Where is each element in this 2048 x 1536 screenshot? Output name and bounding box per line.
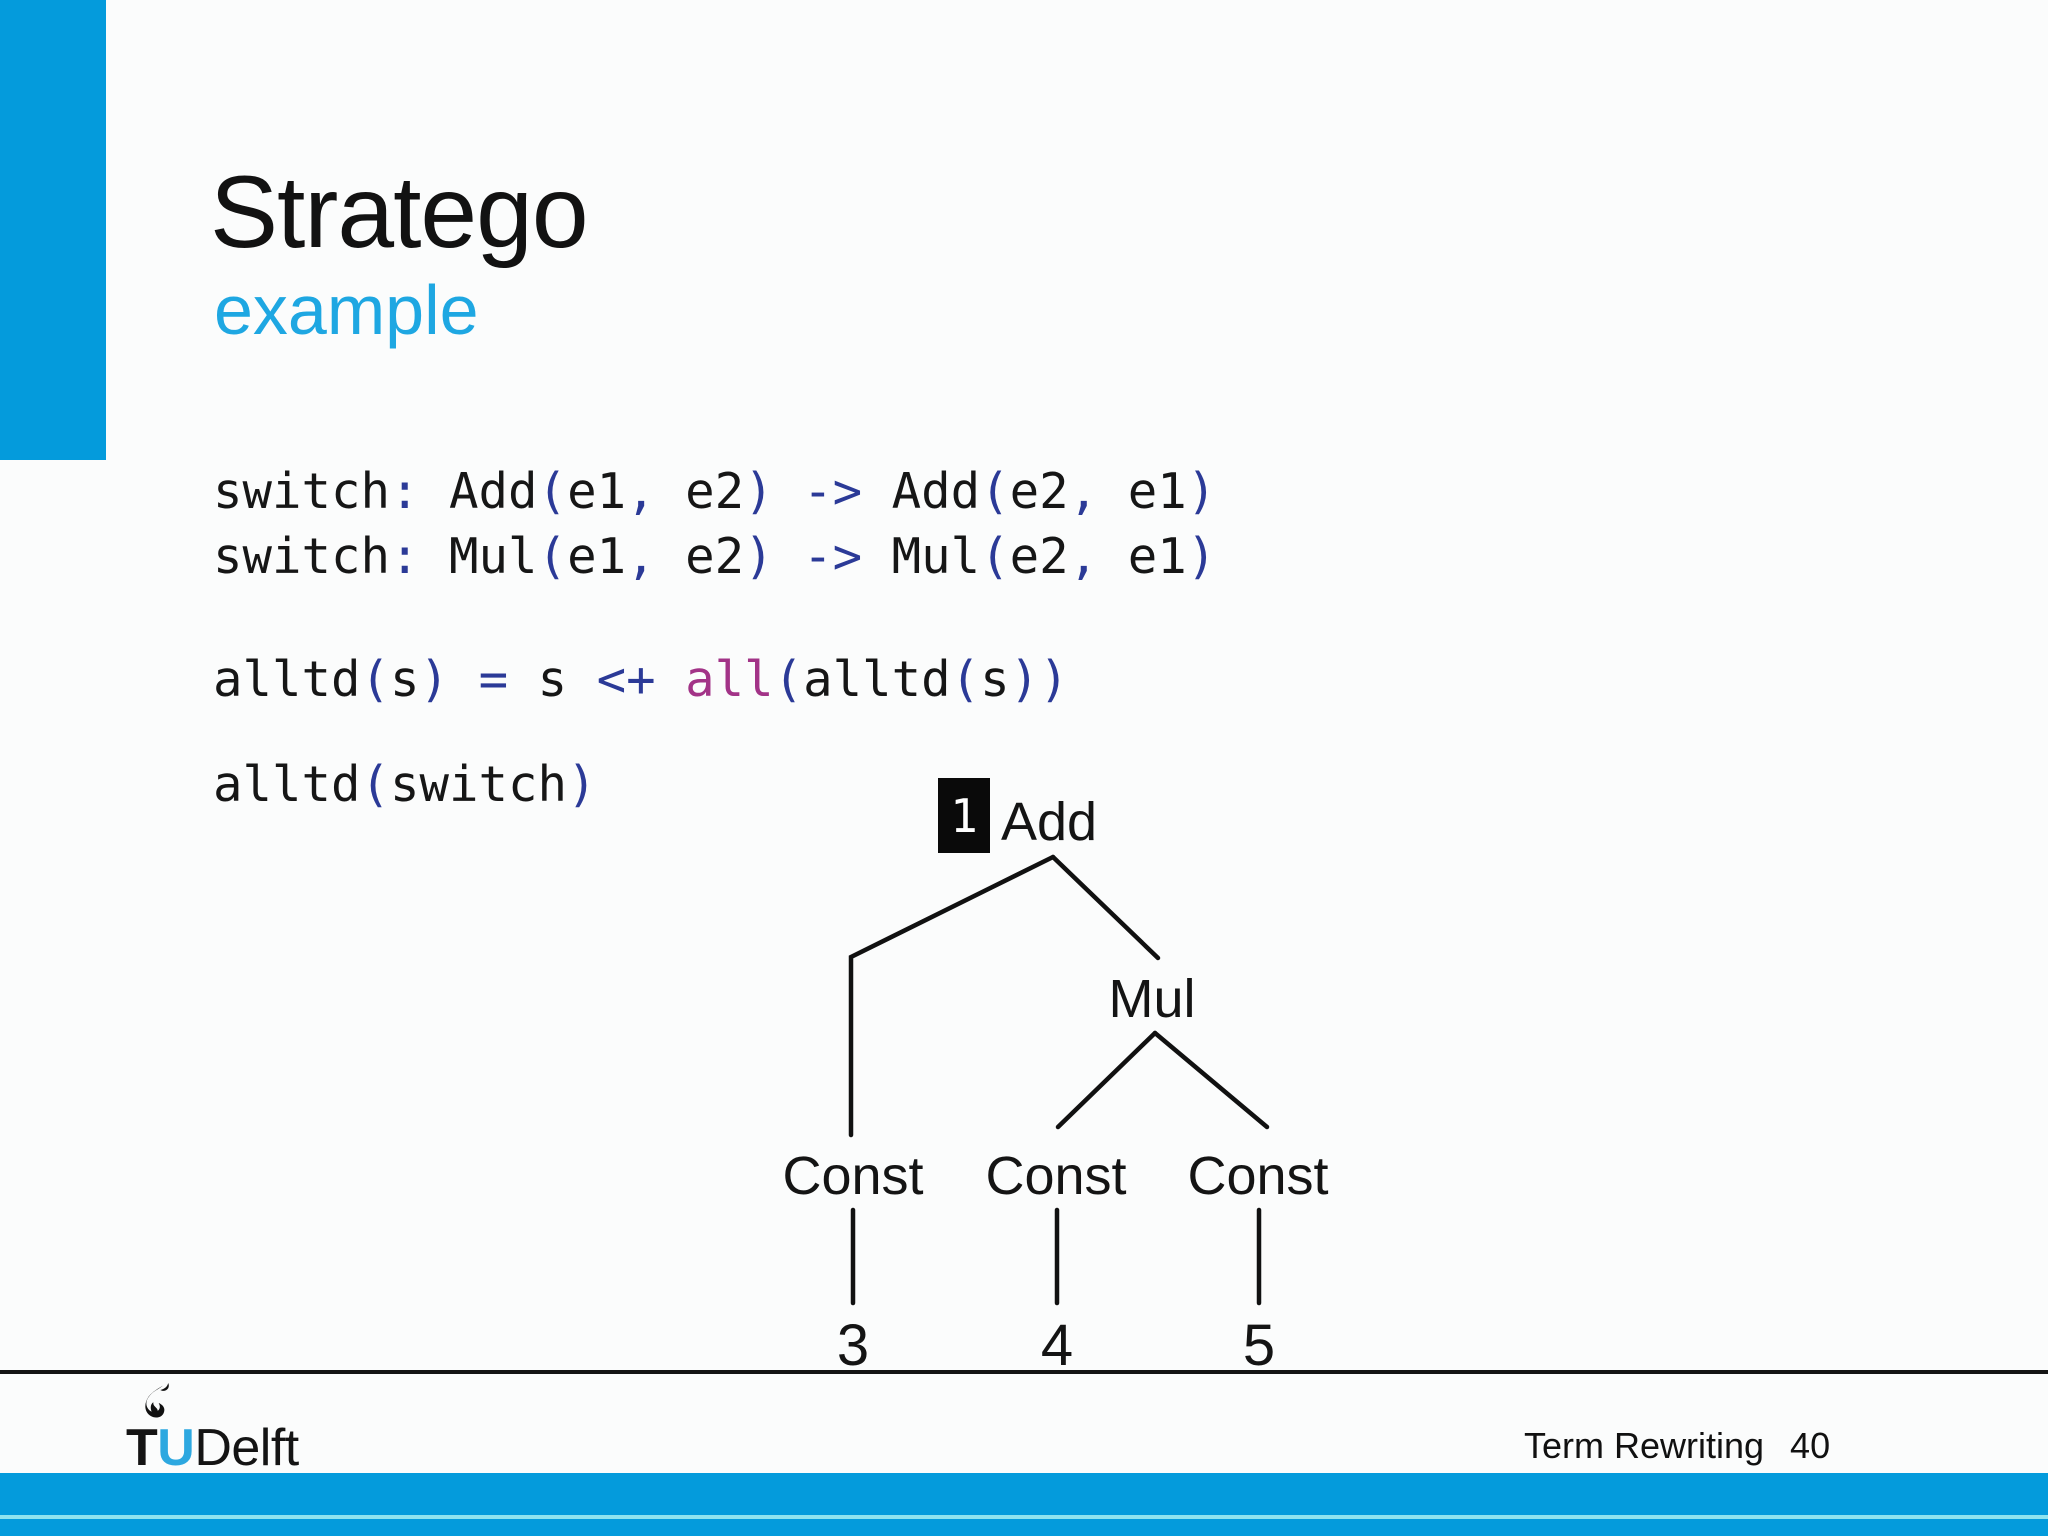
edge-add-left — [848, 854, 1056, 1138]
tudelft-logo: TUDelft — [126, 1383, 386, 1477]
tree-node-const1: Const — [782, 1146, 924, 1206]
page-number: 40 — [1790, 1425, 1831, 1466]
logo-delft: Delft — [194, 1419, 299, 1477]
footer-divider — [0, 1370, 2048, 1374]
code-token: , — [1068, 463, 1099, 520]
code-token: alltd — [213, 651, 361, 708]
footer-right: Term Rewriting 40 — [1524, 1428, 1830, 1464]
code-token: s — [537, 651, 568, 708]
tudelft-flame-icon — [145, 1383, 169, 1418]
code-token: e2 — [1009, 463, 1069, 520]
bottom-accent-bar — [0, 1473, 2048, 1536]
code-token: ) — [567, 756, 597, 813]
logo-letter-u: U — [157, 1419, 195, 1477]
code-token: -> — [773, 528, 892, 585]
tudelft-logotext: TUDelft — [126, 1417, 299, 1479]
code-line: switch: Mul(e1, e2) -> Mul(e2, e1) — [213, 532, 1216, 581]
code-token: ) — [744, 528, 774, 585]
code-token: s — [390, 651, 420, 708]
code-line: switch: Add(e1, e2) -> Add(e2, e1) — [213, 467, 1216, 516]
code-token: all — [685, 651, 774, 708]
code-token: : — [390, 528, 420, 585]
code-token: ( — [980, 463, 1010, 520]
code-line: alltd(switch) — [213, 760, 597, 809]
tree-leaf-value-3: 5 — [1242, 1313, 1276, 1378]
code-token: e1 — [1098, 528, 1187, 585]
code-token: , — [626, 463, 656, 520]
code-token: e2 — [655, 463, 745, 520]
code-token: Add — [419, 463, 538, 520]
code-token: ( — [360, 651, 391, 708]
edge-add-right — [1050, 854, 1161, 961]
code-token: e2 — [1009, 528, 1069, 585]
tree-node-mul: Mul — [1108, 969, 1196, 1029]
code-token: e1 — [567, 463, 627, 520]
slide-subtitle: example — [214, 271, 479, 349]
code-token: switch — [213, 528, 391, 585]
logo-letter-t: T — [126, 1419, 158, 1477]
code-token: -> — [773, 463, 892, 520]
tree-node-const2: Const — [985, 1146, 1127, 1206]
code-token: switch — [390, 756, 568, 813]
code-token: switch — [213, 463, 391, 520]
step-badge: 1 — [938, 778, 990, 853]
code-token: ( — [950, 651, 981, 708]
code-token: e1 — [1098, 463, 1187, 520]
code-line: alltd(s) = s <+ all(alltd(s)) — [213, 655, 1069, 704]
code-token: alltd — [803, 651, 951, 708]
tree-leaf-value-1: 3 — [836, 1313, 870, 1378]
code-token: ( — [773, 651, 804, 708]
tree-leaf-value-2: 4 — [1040, 1313, 1074, 1378]
code-token: Mul — [419, 528, 538, 585]
course-name: Term Rewriting — [1524, 1425, 1765, 1466]
code-token: ) — [419, 651, 450, 708]
code-block: switch: Add(e1, e2) -> Add(e2, e1)switch… — [213, 0, 1513, 900]
code-token: , — [1068, 528, 1099, 585]
bottom-bar-inner-line — [0, 1515, 2048, 1519]
code-token: <+ — [567, 651, 686, 708]
code-token: )) — [1009, 651, 1069, 708]
code-token: ( — [537, 463, 568, 520]
code-token: ) — [1186, 463, 1217, 520]
code-token: Mul — [891, 528, 981, 585]
code-token: Add — [891, 463, 981, 520]
code-token: s — [980, 651, 1010, 708]
code-token: e1 — [567, 528, 627, 585]
edge-mul-right — [1152, 1030, 1270, 1130]
tree-node-add: Add — [1000, 792, 1098, 852]
code-token: alltd — [213, 756, 361, 813]
code-token: ) — [1186, 528, 1217, 585]
code-token: e2 — [655, 528, 745, 585]
slide-title: Stratego — [210, 155, 589, 269]
code-token: ) — [744, 463, 774, 520]
code-token: ( — [537, 528, 568, 585]
code-token: , — [626, 528, 656, 585]
edge-mul-left — [1055, 1030, 1158, 1130]
tree-node-const3: Const — [1187, 1146, 1329, 1206]
code-token: = — [449, 651, 538, 708]
code-token: ( — [360, 756, 391, 813]
code-token: : — [390, 463, 420, 520]
left-accent-bar — [0, 0, 106, 460]
code-token: ( — [980, 528, 1010, 585]
